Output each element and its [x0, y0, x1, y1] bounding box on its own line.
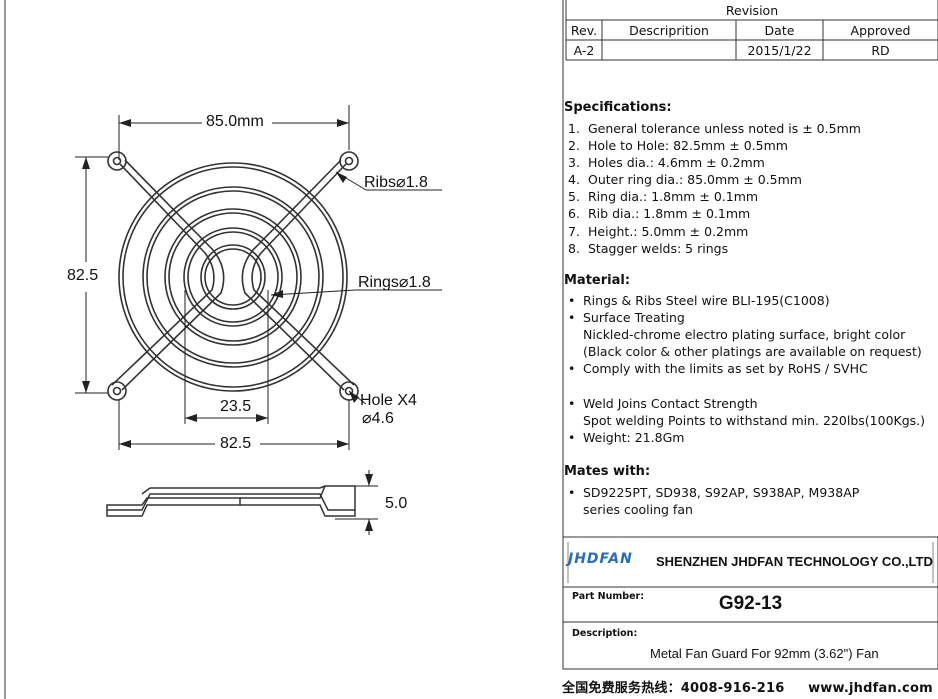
footer-hotline: 全国免费服务热线：4008-916-216 www.jhdfan.com: [562, 681, 933, 696]
revision-title: Revision: [725, 3, 779, 18]
part-number: G92-13: [718, 593, 783, 614]
ribs-text: Ribs: [364, 174, 397, 191]
spec-item: 8.Stagger welds: 5 rings: [568, 240, 729, 256]
revision-header-description: Descriprition: [629, 23, 709, 38]
revision-cell-rev: A-2: [573, 43, 595, 58]
spec-item: 4.Outer ring dia.: 85.0mm ± 0.5mm: [568, 172, 802, 188]
side-profile: [106, 485, 356, 517]
spec-item: 6.Rib dia.: 1.8mm ± 0.1mm: [568, 206, 751, 222]
guard-rings: [118, 162, 348, 392]
dimension-arrows: [82, 119, 373, 531]
material-list: Rings & Ribs Steel wire BLI-195(C1008) S…: [568, 292, 925, 446]
title-block-grid: [562, 536, 938, 670]
diameter-symbol: ⌀: [398, 274, 409, 291]
material-item: Rings & Ribs Steel wire BLI-195(C1008): [568, 292, 925, 309]
outer-ring-dimension: 85.0mm: [206, 113, 264, 130]
revision-header-approved: Approved: [850, 23, 911, 38]
hole-value-label: ⌀4.6: [362, 408, 394, 428]
material-item: (Black color & other platings are availa…: [583, 344, 922, 360]
spec-item: 1.General tolerance unless noted is ± 0.…: [568, 121, 861, 136]
material-item: Comply with the limits as set by RoHS / …: [568, 360, 925, 377]
diameter-symbol: ⌀: [396, 174, 406, 191]
mounting-holes: [107, 151, 359, 401]
thickness-dimension: 5.0: [385, 495, 408, 512]
hole-width-dimension: 82.5: [220, 435, 252, 452]
rings-text: Rings: [358, 274, 399, 291]
revision-header-date: Date: [764, 23, 795, 38]
material-item: Weight: 21.8Gm: [568, 429, 925, 446]
hole-value: 4.6: [371, 410, 394, 427]
part-description: Metal Fan Guard For 92mm (3.62") Fan: [650, 646, 879, 661]
mates-list: SD9225PT, SD938, S92AP, S938AP, M938AP s…: [568, 484, 859, 518]
ribs-value: 1.8: [405, 174, 428, 191]
guard-ribs: [111, 159, 355, 391]
rings-label: Rings⌀1.8: [358, 272, 431, 292]
mates-item: SD9225PT, SD938, S92AP, S938AP, M938AP: [568, 484, 859, 501]
hole-height-dimension: 82.5: [67, 267, 99, 284]
mates-item: series cooling fan: [583, 502, 693, 518]
revision-cell-approved: RD: [871, 43, 890, 58]
company-logo: JHDFAN: [568, 551, 633, 567]
diameter-symbol: ⌀: [362, 410, 372, 427]
specifications-list: 1.General tolerance unless noted is ± 0.…: [568, 120, 861, 257]
mates-heading: Mates with:: [564, 464, 651, 479]
material-heading: Material:: [564, 273, 631, 288]
company-name: SHENZHEN JHDFAN TECHNOLOGY CO.,LTD: [656, 554, 933, 569]
specifications-heading: Specifications:: [564, 100, 672, 115]
material-item: Nickled-chrome electro plating surface, …: [583, 327, 906, 343]
part-number-label: Part Number:: [572, 591, 644, 602]
material-item: Weld Joins Contact Strength: [568, 395, 925, 412]
hole-label: Hole X4: [360, 392, 417, 409]
revision-cell-date: 2015/1/22: [747, 43, 812, 58]
revision-header-rev: Rev.: [570, 23, 598, 38]
material-item: Spot welding Points to withstand min. 22…: [583, 412, 926, 428]
rings-value: 1.8: [408, 274, 431, 291]
spec-item: 3.Holes dia.: 4.6mm ± 0.2mm: [568, 155, 765, 171]
dimension-lines: [75, 105, 442, 535]
spec-item: 7.Height.: 5.0mm ± 0.2mm: [568, 223, 749, 239]
material-item: [568, 377, 925, 394]
spec-item: 5.Ring dia.: 1.8mm ± 0.1mm: [568, 189, 759, 205]
inner-dimension: 23.5: [220, 398, 252, 415]
ribs-label: Ribs⌀1.8: [364, 172, 428, 192]
material-item: Surface Treating: [568, 309, 925, 326]
description-label: Description:: [572, 628, 638, 639]
revision-table-grid: [565, 0, 938, 61]
spec-item: 2.Hole to Hole: 82.5mm ± 0.5mm: [568, 138, 788, 154]
